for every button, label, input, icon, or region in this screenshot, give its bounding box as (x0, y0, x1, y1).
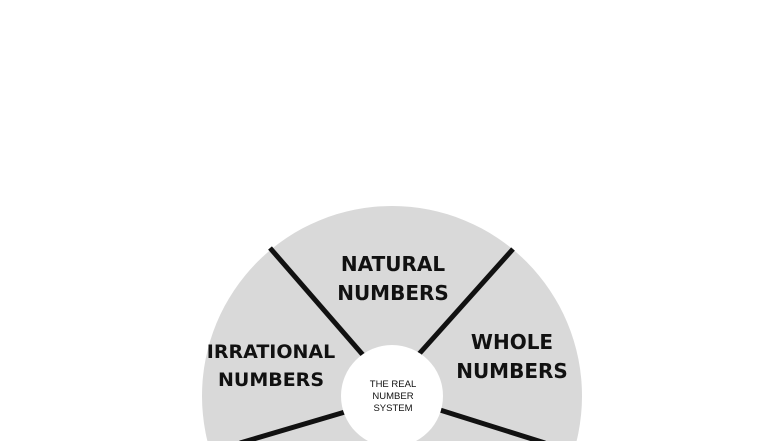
divider-top-left (268, 246, 365, 357)
segment-natural: NATURAL NUMBERS (337, 252, 449, 305)
segment-irrational: IRRATIONAL NUMBERS (207, 341, 335, 391)
segment-irrational-line1: IRRATIONAL (207, 341, 335, 363)
center-title-line1: THE REAL (370, 379, 416, 390)
segment-irrational-line2: NUMBERS (218, 369, 324, 391)
center-title-line3: SYSTEM (373, 403, 412, 414)
center-title: THE REAL NUMBER SYSTEM (370, 379, 416, 414)
divider-bottom-left (239, 409, 346, 441)
segment-natural-line2: NUMBERS (337, 281, 449, 305)
segment-whole: WHOLE NUMBERS (456, 330, 568, 383)
outer-wheel (202, 206, 582, 441)
center-title-line2: NUMBER (372, 391, 413, 402)
divider-top-right (417, 247, 515, 356)
center-circle (341, 345, 443, 441)
divider-bottom-right (439, 407, 546, 441)
segment-natural-line1: NATURAL (341, 252, 445, 276)
segment-whole-line2: NUMBERS (456, 359, 568, 383)
segment-whole-line1: WHOLE (471, 330, 553, 354)
